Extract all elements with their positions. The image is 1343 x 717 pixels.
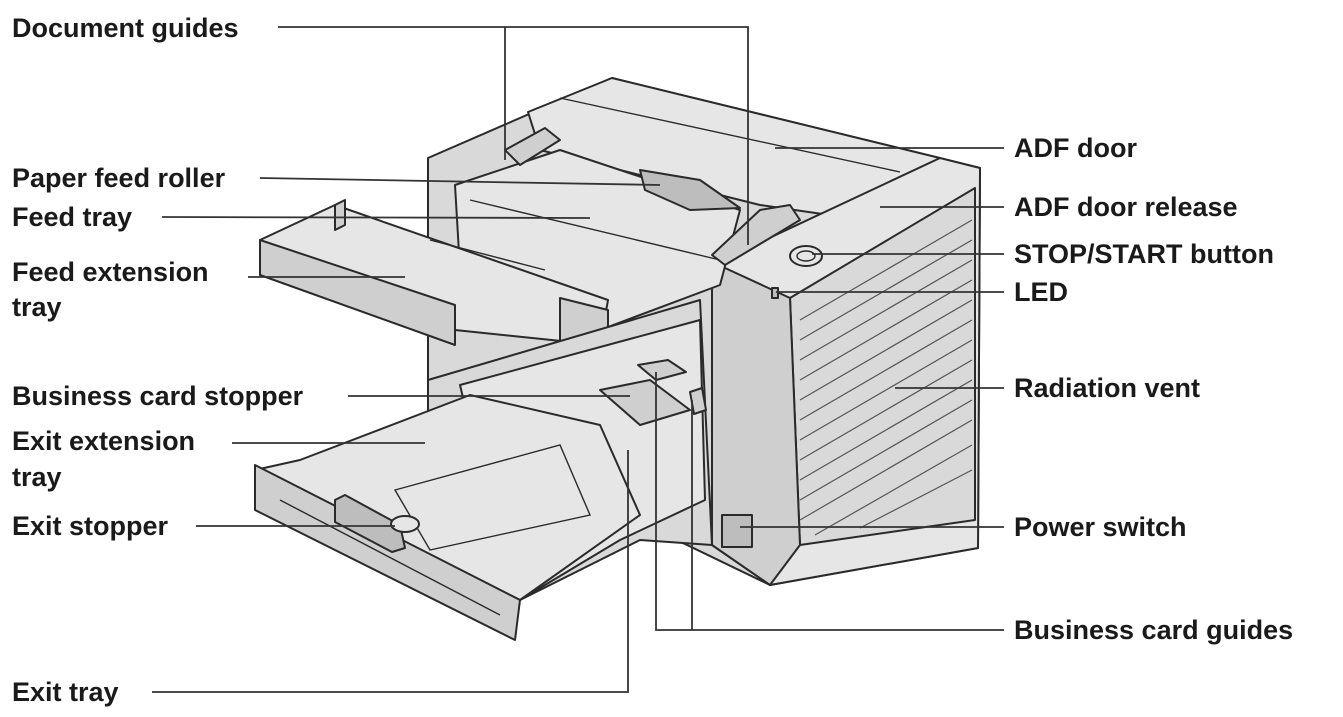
business-card-guide-1 — [637, 359, 687, 381]
led — [771, 287, 779, 299]
label-exit-extension-tray-line1: Exit extension — [12, 426, 195, 456]
label-business-card-stopper: Business card stopper — [12, 381, 304, 411]
labels: Document guides Paper feed roller Feed t… — [12, 13, 1293, 707]
label-exit-extension-tray-line2: tray — [12, 462, 62, 492]
label-stop-start-button: STOP/START button — [1014, 239, 1274, 269]
power-switch — [721, 514, 753, 548]
business-card-stopper — [599, 379, 691, 426]
label-radiation-vent: Radiation vent — [1014, 373, 1200, 403]
exit-stopper — [334, 494, 406, 553]
paper-feed-roller — [639, 169, 741, 211]
label-led: LED — [1014, 277, 1068, 307]
leader-lines — [152, 26, 1004, 693]
label-feed-extension-tray-line1: Feed extension — [12, 257, 209, 287]
label-exit-stopper: Exit stopper — [12, 511, 169, 541]
label-business-card-guides: Business card guides — [1014, 615, 1293, 645]
label-paper-feed-roller: Paper feed roller — [12, 163, 226, 193]
radiation-vent — [799, 219, 973, 536]
document-guide-right — [711, 204, 801, 266]
label-adf-door: ADF door — [1014, 133, 1137, 163]
stop-start-button — [789, 245, 823, 267]
label-document-guides: Document guides — [12, 13, 239, 43]
document-guide-left — [504, 127, 561, 166]
label-exit-tray: Exit tray — [12, 677, 119, 707]
label-feed-tray: Feed tray — [12, 202, 132, 232]
label-power-switch: Power switch — [1014, 512, 1187, 542]
label-feed-extension-tray-line2: tray — [12, 292, 62, 322]
scanner-illustration — [254, 77, 981, 641]
label-adf-door-release: ADF door release — [1014, 192, 1238, 222]
